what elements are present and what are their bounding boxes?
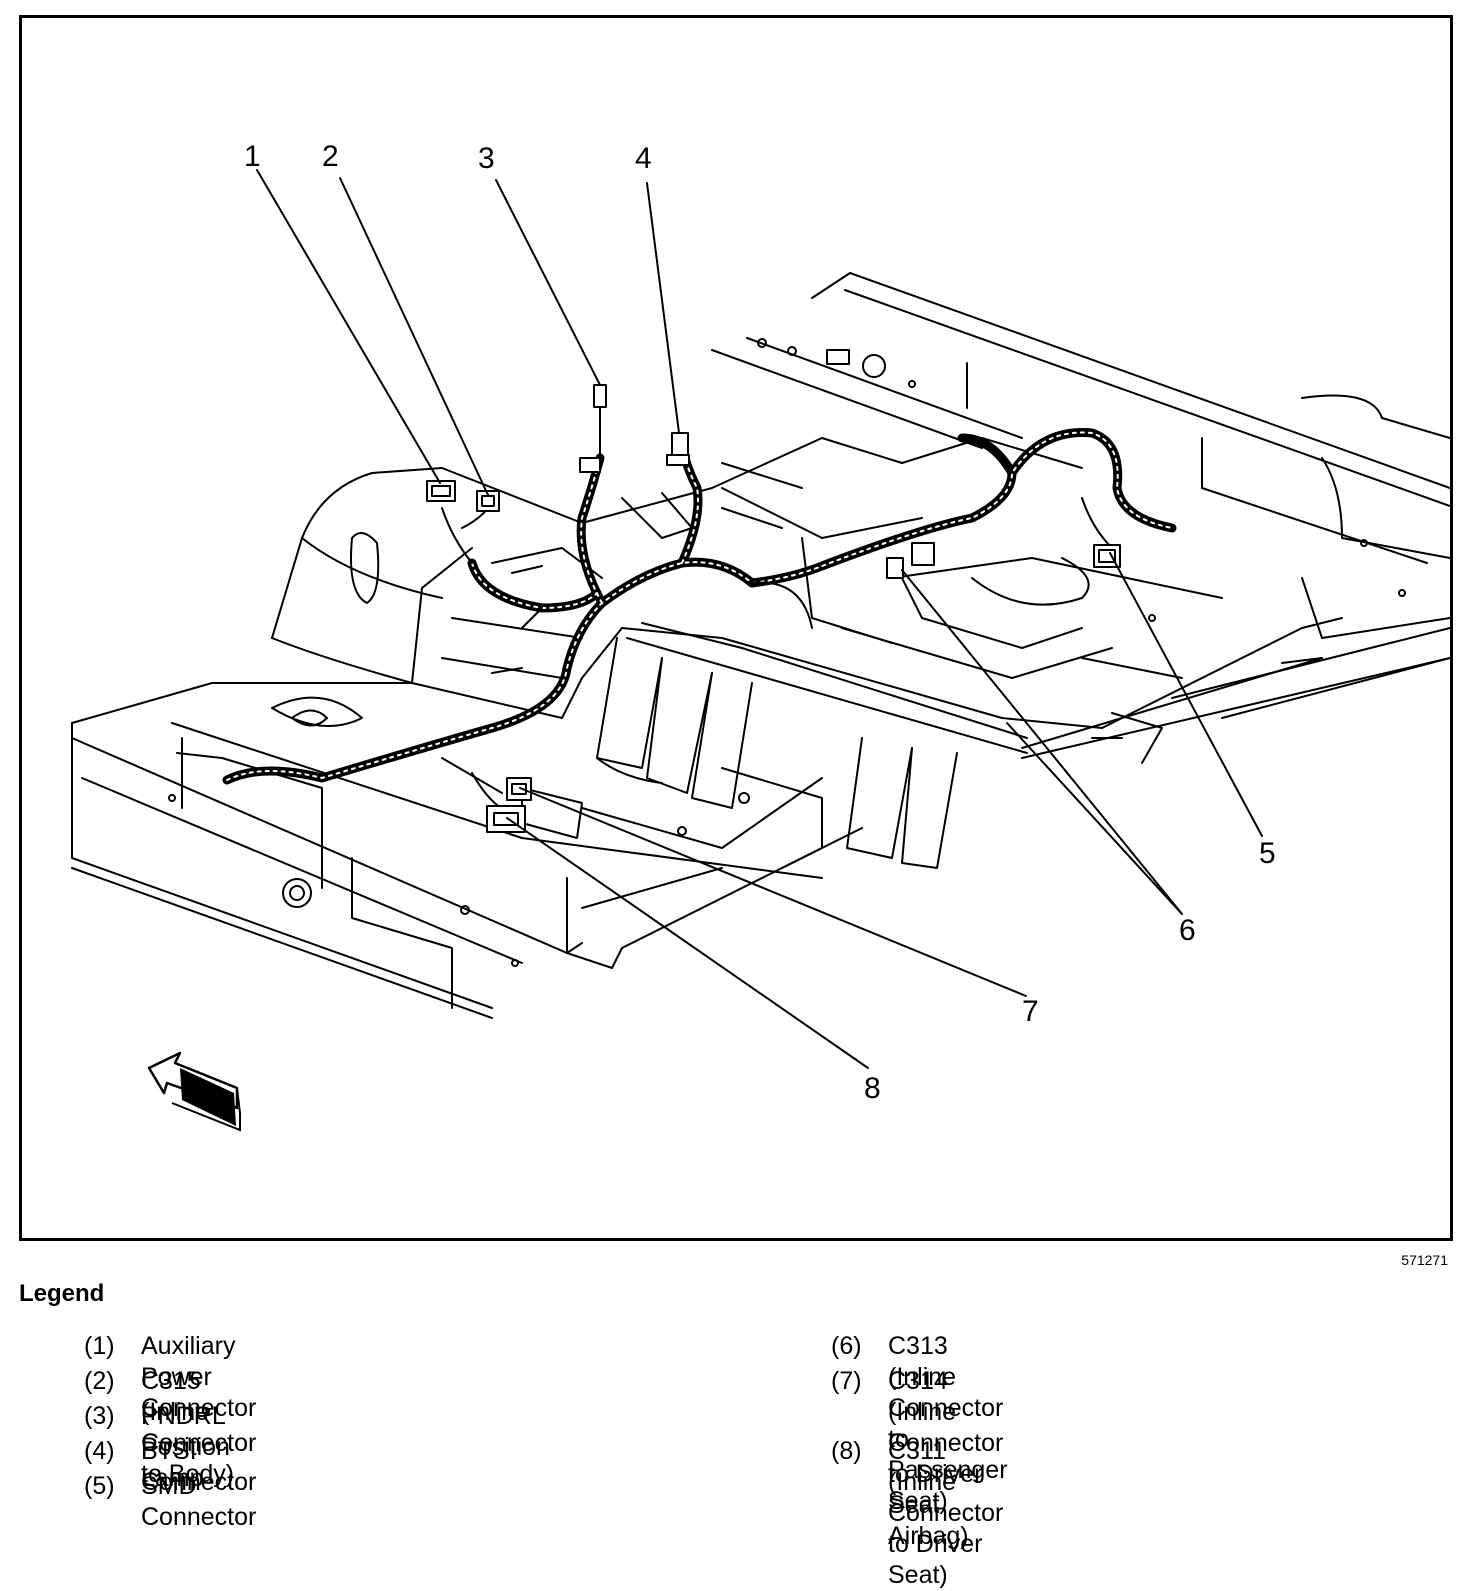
connector-7-c314 xyxy=(506,777,532,801)
callout-7: 7 xyxy=(1022,995,1039,1028)
legend-text: Auxiliary Power Connector xyxy=(141,1332,257,1422)
callout-3: 3 xyxy=(478,142,495,175)
connector-6-c313 xyxy=(886,542,935,579)
rear-body-panel xyxy=(711,272,1450,597)
callout-4: 4 xyxy=(635,142,652,175)
legend-num: (4) xyxy=(84,1437,115,1465)
center-tunnel xyxy=(521,622,1028,869)
floor-wiring-harness-drawing: 1 2 3 4 5 6 7 8 xyxy=(71,140,1450,1132)
legend-text: C313 (Inline Connector to Passenger Seat… xyxy=(888,1332,1008,1515)
connector-8-c311 xyxy=(486,805,526,833)
front-direction-arrow-icon xyxy=(147,1051,241,1132)
connector-1-auxiliary-power xyxy=(426,480,456,502)
legend-text: PNDRL Position Lamp xyxy=(141,1402,230,1492)
callout-6: 6 xyxy=(1179,914,1196,947)
legend-num: (1) xyxy=(84,1332,115,1360)
connector-3-pndrl-lamp xyxy=(579,384,607,473)
callout-2: 2 xyxy=(322,140,339,173)
legend-num: (7) xyxy=(831,1367,862,1395)
legend-num: (6) xyxy=(831,1332,862,1360)
left-floor-hump xyxy=(271,467,583,684)
legend-text: SMD Connector xyxy=(141,1472,257,1531)
diagram-frame: 1 2 3 4 5 6 7 8 xyxy=(19,15,1453,1241)
callout-5: 5 xyxy=(1259,837,1276,870)
legend-num: (8) xyxy=(831,1437,862,1465)
connector-2-c315 xyxy=(476,490,500,512)
right-floor-pan xyxy=(841,557,1450,764)
callout-8: 8 xyxy=(864,1072,881,1105)
connector-4-btsi xyxy=(666,432,690,466)
legend-text: C311 (Inline Connector to Driver Seat) xyxy=(888,1437,1004,1589)
legend-num: (5) xyxy=(84,1472,115,1500)
legend-text: C315 (Inline Connector to Body) xyxy=(141,1367,257,1488)
legend-text: BTSI Connector xyxy=(141,1437,257,1496)
figure-id: 571271 xyxy=(1401,1252,1448,1268)
legend-num: (2) xyxy=(84,1367,115,1395)
legend-num: (3) xyxy=(84,1402,115,1430)
leader-lines xyxy=(256,169,1263,1069)
floor-pan xyxy=(71,682,863,1019)
wire-leads xyxy=(441,497,1113,814)
legend-title: Legend xyxy=(19,1280,105,1307)
callout-1: 1 xyxy=(244,140,261,173)
upper-floor-panels xyxy=(441,437,1083,679)
